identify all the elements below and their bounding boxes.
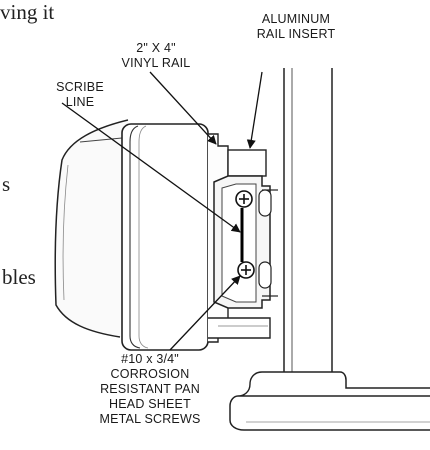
post-base-step xyxy=(237,371,430,397)
post-base xyxy=(262,371,430,389)
label-screws: #10 x 3/4" CORROSION RESISTANT PAN HEAD … xyxy=(84,352,216,427)
label-vinyl-line-1: 2" X 4" xyxy=(136,41,176,55)
rail-outer-shade xyxy=(62,164,69,301)
bracket-slot-bottom xyxy=(258,261,272,289)
screw-top xyxy=(235,190,253,208)
rail-outer-top-edge xyxy=(79,137,123,143)
label-screws-line-4: HEAD SHEET xyxy=(109,397,191,411)
post-base-molding xyxy=(229,395,430,431)
page-text-fragment-3: bles xyxy=(2,265,36,289)
vinyl-rail-inner-edge xyxy=(129,125,141,349)
label-screws-line-2: CORROSION xyxy=(110,367,190,381)
leader-aluminum-insert xyxy=(246,71,263,149)
leader-scribe-line xyxy=(61,102,241,233)
vinyl-rail-body xyxy=(121,123,209,351)
screw-bottom xyxy=(237,261,255,279)
label-scribe-line-1: SCRIBE xyxy=(56,80,104,94)
leader-vinyl-rail xyxy=(149,71,217,145)
vinyl-rail-inner-edge-2 xyxy=(138,125,149,349)
label-screws-line-1: #10 x 3/4" xyxy=(121,352,179,366)
rail-outer-curve xyxy=(54,119,129,338)
bracket-slot-top xyxy=(258,189,272,217)
label-scribe-line-2: LINE xyxy=(65,95,95,109)
leader-screws xyxy=(169,275,241,351)
label-aluminum-line-2: RAIL INSERT xyxy=(256,27,336,41)
label-screws-line-3: RESISTANT PAN xyxy=(100,382,200,396)
rail-lower-extension xyxy=(208,317,271,339)
page-text-fragment-1: ving it xyxy=(0,0,55,24)
label-aluminum-rail-insert: ALUMINUM RAIL INSERT xyxy=(248,12,344,42)
page-text-fragment-2: s xyxy=(2,172,11,196)
aluminum-rail-insert xyxy=(227,149,267,177)
label-screws-line-5: METAL SCREWS xyxy=(99,412,201,426)
label-vinyl-line-2: VINYL RAIL xyxy=(121,56,191,70)
label-vinyl-rail: 2" X 4" VINYL RAIL xyxy=(108,41,204,71)
label-scribe-line: SCRIBE LINE xyxy=(48,80,112,110)
label-aluminum-line-1: ALUMINUM xyxy=(261,12,331,26)
